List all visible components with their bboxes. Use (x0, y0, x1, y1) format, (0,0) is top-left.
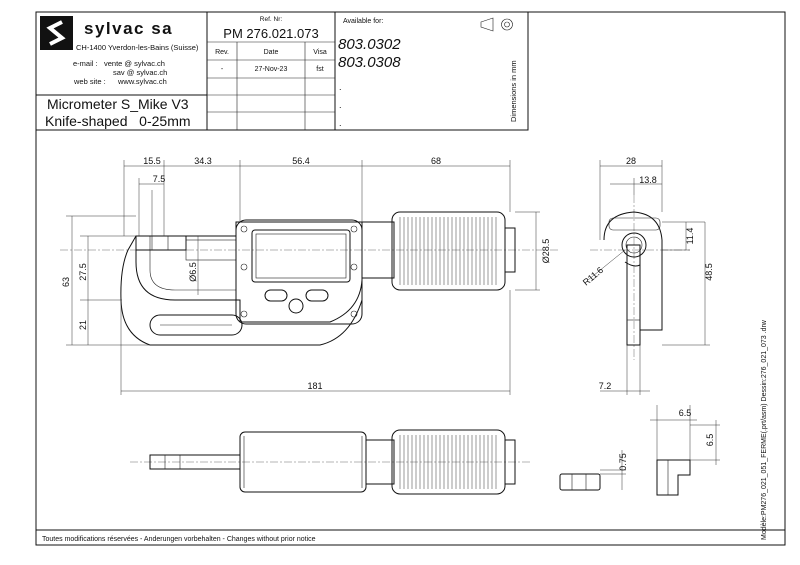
dim-side-7-2: 7.2 (599, 381, 612, 391)
button-right (305, 289, 329, 302)
product-variant: Knife-shaped 0-25mm (45, 113, 191, 129)
dim-side-48-5: 48.5 (704, 263, 714, 281)
dim-detail-6-5-h: 6.5 (679, 408, 692, 418)
button-center (288, 298, 304, 314)
dim-side-28: 28 (626, 156, 636, 166)
visa-value: fst (316, 66, 323, 73)
button-left (264, 289, 288, 302)
dim-63: 63 (61, 277, 71, 287)
dim-detail-6-5-v: 6.5 (705, 434, 715, 447)
dim-thimble-diameter: Ø28.5 (541, 239, 551, 264)
date-header: Date (264, 49, 279, 56)
first-angle-projection-icon (480, 17, 513, 32)
dim-15-5: 15.5 (143, 156, 161, 166)
dim-181: 181 (307, 381, 322, 391)
dim-27-5: 27.5 (78, 263, 88, 281)
dim-34-3: 34.3 (194, 156, 212, 166)
ref-label: Ref. Nr: (260, 16, 283, 23)
side-view (587, 160, 710, 395)
units-note: Dimensions in mm (509, 60, 518, 122)
email-label: e-mail : (73, 59, 98, 68)
company-address: CH-1400 Yverdon-les-Bains (Suisse) (76, 43, 199, 52)
available-item: . (339, 118, 342, 128)
change-notice: Toutes modifications réservées - Anderun… (42, 536, 316, 543)
dim-68: 68 (431, 156, 441, 166)
email-service: sav @ sylvac.ch (113, 68, 167, 77)
knurl-pattern (399, 435, 497, 489)
dim-blade-0-75: 0.75 (618, 453, 628, 471)
dim-56-4: 56.4 (292, 156, 310, 166)
dim-21: 21 (78, 320, 88, 330)
available-label: Available for: (343, 18, 383, 25)
email-sales: vente @ sylvac.ch (104, 59, 165, 68)
dim-7-5: 7.5 (153, 174, 166, 184)
file-info: Modèle:PM276_021_051_FERME(.prt/asm) Des… (761, 319, 768, 540)
rev-header: Rev. (215, 49, 229, 56)
available-item: . (339, 82, 342, 92)
dim-spindle-diameter: Ø6.5 (188, 262, 198, 282)
dim-side-13-8: 13.8 (639, 175, 657, 185)
visa-header: Visa (313, 49, 327, 56)
bottom-view (130, 429, 530, 495)
title-block: sylvac sa CH-1400 Yverdon-les-Bains (Sui… (35, 11, 529, 131)
dim-side-radius: R11.6 (581, 265, 605, 288)
company-name: sylvac sa (84, 19, 173, 38)
web-label: web site : (73, 77, 106, 86)
blade-detail (559, 405, 720, 496)
date-value: 27-Nov-23 (255, 66, 288, 73)
available-item: 803.0308 (338, 54, 401, 71)
knurl-pattern (399, 217, 497, 285)
rev-value: - (221, 66, 224, 73)
front-view (60, 160, 560, 395)
ref-number: PM 276.021.073 (223, 26, 318, 41)
available-item: 803.0302 (338, 36, 401, 53)
drawing-border (35, 11, 786, 546)
product-name: Micrometer S_Mike V3 (47, 96, 189, 112)
sylvac-logo (40, 16, 73, 50)
website: www.sylvac.ch (117, 77, 167, 86)
available-item: . (339, 100, 342, 110)
dim-side-11-4: 11.4 (685, 228, 695, 245)
